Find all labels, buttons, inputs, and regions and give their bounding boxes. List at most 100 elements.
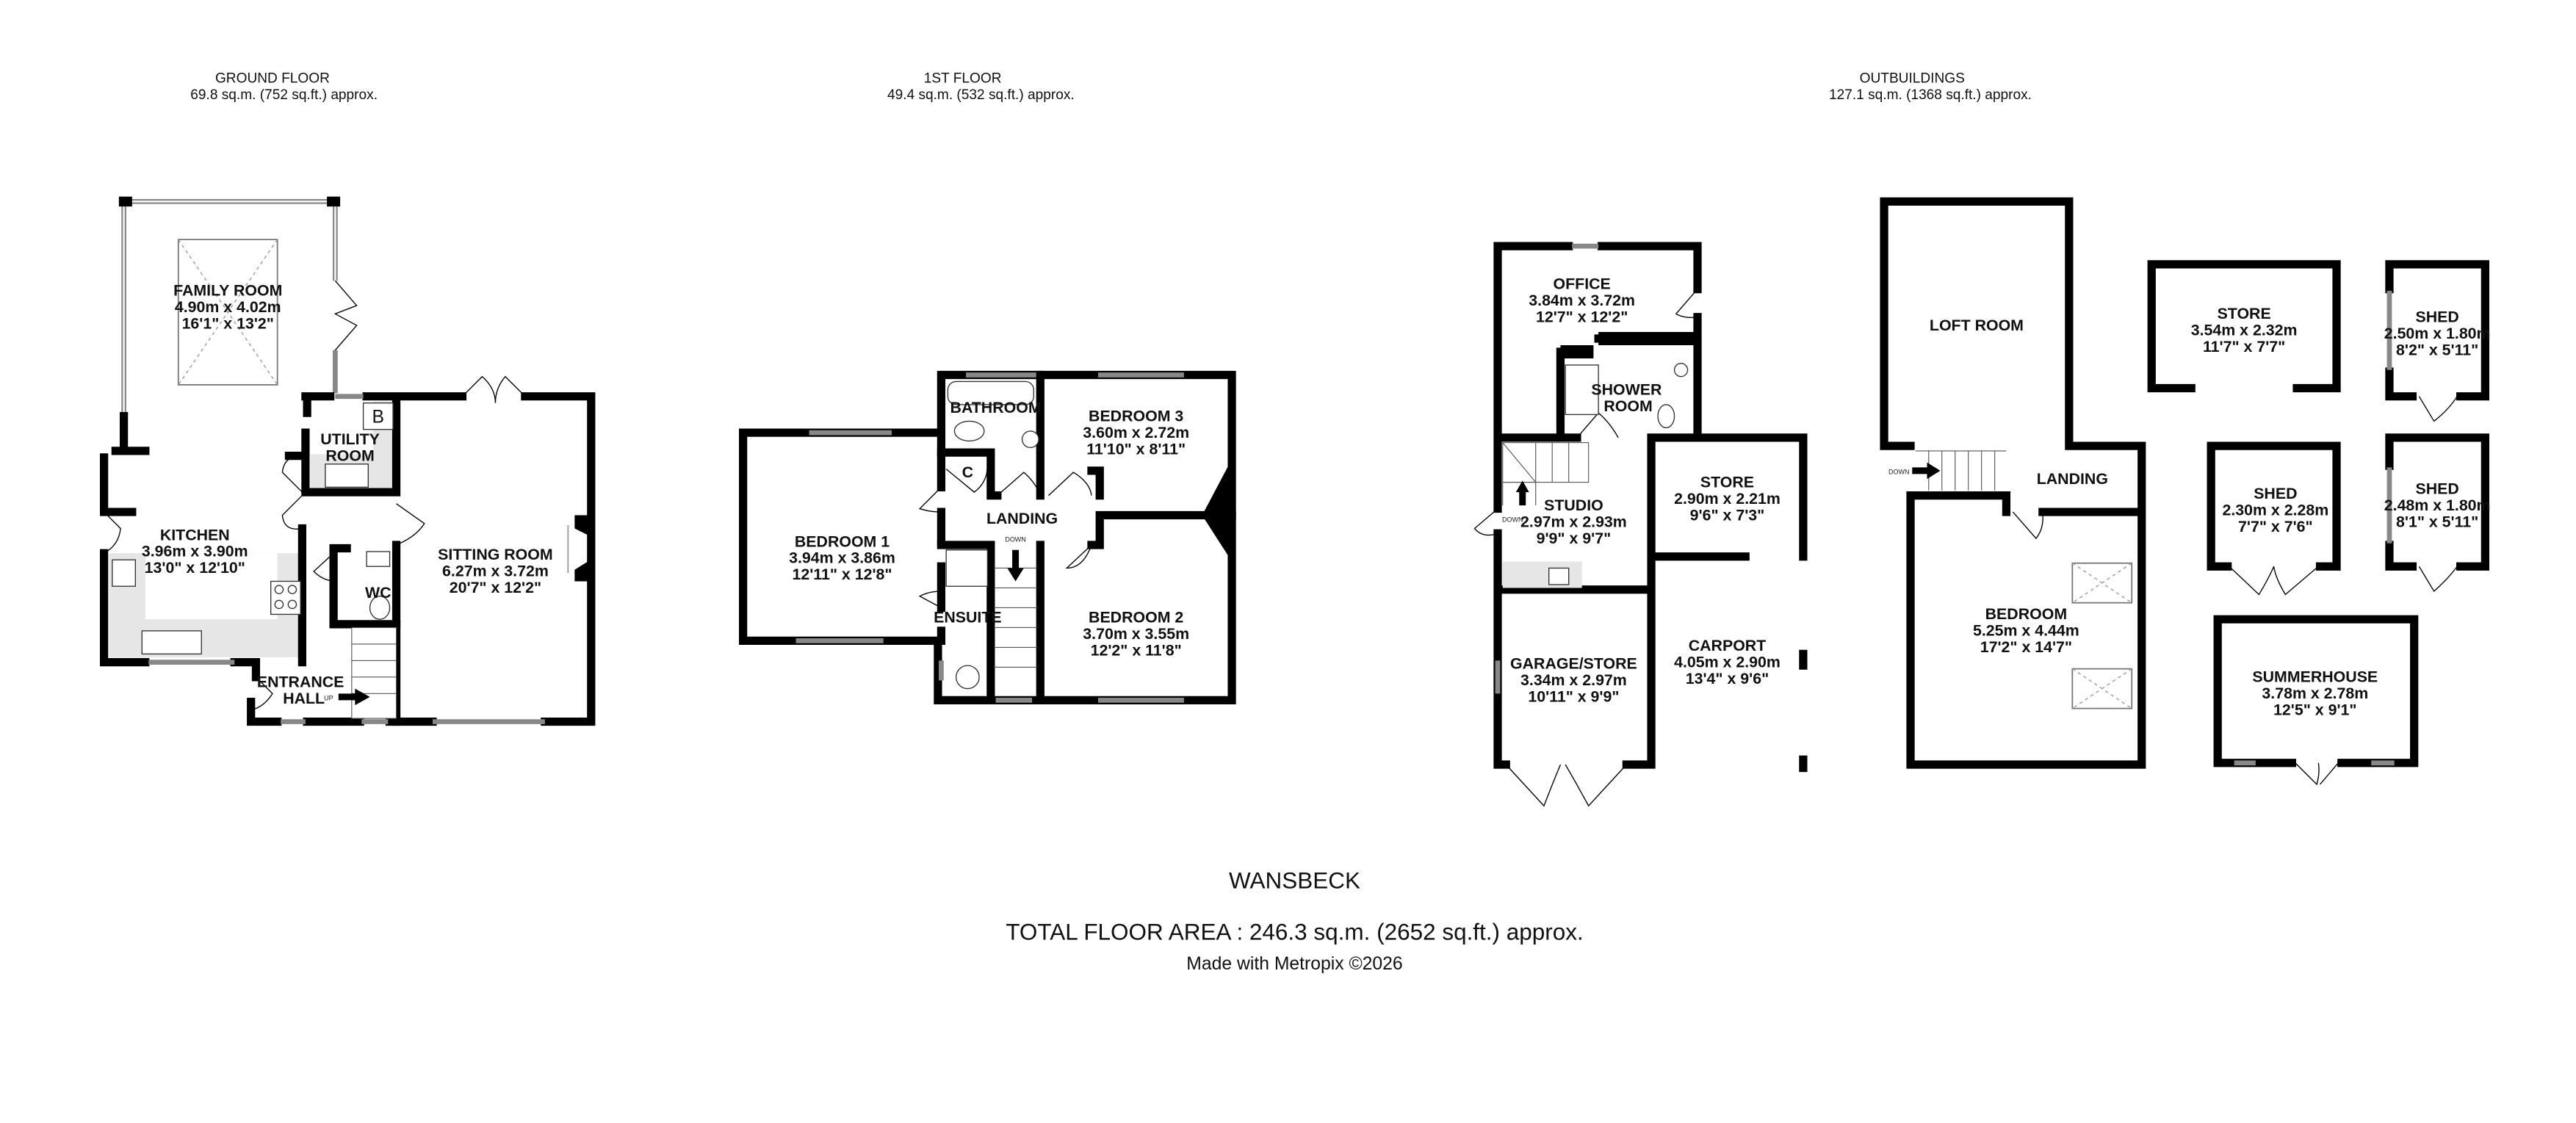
room-label-shower-room: SHOWER ROOM <box>1591 380 1662 414</box>
fireplace <box>574 515 591 582</box>
svg-text:2.48m x 1.80m: 2.48m x 1.80m <box>2384 496 2491 514</box>
svg-text:11'7" x 7'7": 11'7" x 7'7" <box>2203 338 2285 355</box>
svg-text:ENTRANCE: ENTRANCE <box>257 673 344 690</box>
svg-text:3.96m x 3.90m: 3.96m x 3.90m <box>142 543 248 560</box>
summerhouse-walls <box>2213 615 2419 768</box>
svg-text:FAMILY ROOM: FAMILY ROOM <box>173 282 282 300</box>
svg-text:ROOM: ROOM <box>325 447 374 464</box>
svg-text:2.50m x 1.80m: 2.50m x 1.80m <box>2384 325 2491 342</box>
wc-basin-icon <box>366 551 391 567</box>
svg-text:16'1" x 13'2": 16'1" x 13'2" <box>182 315 274 333</box>
ground-floor-plan: B UP FAMILY ROOM 4.90m x 4.02m 16'1" x 1… <box>100 196 596 726</box>
room-label-utility-room: UTILITY ROOM <box>320 430 380 464</box>
room-label-store-2: STORE 3.54m x 2.32m 11'7" x 7'7" <box>2191 305 2298 355</box>
shower-basin-icon <box>1673 363 1689 378</box>
first-floor-area: 49.4 sq.m. (532 sq.ft.) approx. <box>887 87 1075 103</box>
store-walls <box>2147 260 2341 393</box>
oven-icon <box>112 559 137 587</box>
ensuite-toilet-icon <box>955 665 980 690</box>
svg-text:13'4" x 9'6": 13'4" x 9'6" <box>1686 670 1769 687</box>
studio-stairs-arrow-icon <box>1515 480 1529 506</box>
svg-text:6.27m x 3.72m: 6.27m x 3.72m <box>442 563 549 580</box>
bath-basin-icon <box>1021 430 1039 449</box>
svg-text:STORE: STORE <box>2218 305 2271 322</box>
shower-tray-icon <box>1565 364 1599 416</box>
skylight <box>2071 668 2133 709</box>
svg-text:9'9" x 9'7": 9'9" x 9'7" <box>1537 530 1612 547</box>
room-label-sitting-room: SITTING ROOM 6.27m x 3.72m 20'7" x 12'2" <box>438 546 553 596</box>
svg-text:7'7" x 7'6": 7'7" x 7'6" <box>2238 518 2313 535</box>
outbuildings-area: 127.1 sq.m. (1368 sq.ft.) approx. <box>1829 87 2032 103</box>
svg-text:BEDROOM 1: BEDROOM 1 <box>795 532 890 550</box>
room-label-loft-landing: LANDING <box>2037 470 2108 488</box>
svg-text:BEDROOM: BEDROOM <box>1985 605 2067 623</box>
wc-walls <box>329 544 401 629</box>
room-label-entrance-hall: ENTRANCE HALL <box>257 673 344 707</box>
svg-text:BEDROOM 3: BEDROOM 3 <box>1089 407 1183 425</box>
room-label-shed-1: SHED 2.50m x 1.80m 8'2" x 5'11" <box>2384 308 2491 359</box>
svg-text:HALL: HALL <box>283 690 325 707</box>
svg-text:SHED: SHED <box>2416 308 2459 326</box>
shed-2-walls <box>2207 441 2341 571</box>
room-label-bedroom-1: BEDROOM 1 3.94m x 3.86m 12'11" x 12'8" <box>789 532 895 583</box>
room-label-shed-2: SHED 2.30m x 2.28m 7'7" x 7'6" <box>2222 485 2328 535</box>
svg-text:12'7" x 12'2": 12'7" x 12'2" <box>1536 308 1628 326</box>
garage-block-walls <box>1493 242 1808 773</box>
chimney-breast <box>1202 459 1233 562</box>
room-label-office: OFFICE 3.84m x 3.72m 12'7" x 12'2" <box>1529 275 1635 326</box>
room-label-cupboard: C <box>962 463 973 481</box>
room-label-garage-store: GARAGE/STORE 3.34m x 2.97m 10'11" x 9'9" <box>1510 655 1637 706</box>
svg-text:13'0" x 12'10": 13'0" x 12'10" <box>145 559 245 577</box>
bifold-door <box>333 280 358 351</box>
svg-text:3.60m x 2.72m: 3.60m x 2.72m <box>1083 424 1189 441</box>
first-floor-header: 1ST FLOOR 49.4 sq.m. (532 sq.ft.) approx… <box>887 71 1075 103</box>
toilet-icon <box>369 596 391 620</box>
svg-text:3.70m x 3.55m: 3.70m x 3.55m <box>1083 625 1189 643</box>
loft-stairs-label: DOWN <box>1888 468 1909 475</box>
svg-text:9'6" x 7'3": 9'6" x 7'3" <box>1690 506 1765 524</box>
svg-text:3.54m x 2.32m: 3.54m x 2.32m <box>2191 322 2298 339</box>
svg-text:2.30m x 2.28m: 2.30m x 2.28m <box>2222 502 2328 519</box>
room-label-shed-3: SHED 2.48m x 1.80m 8'1" x 5'11" <box>2384 480 2491 530</box>
room-label-carport: CARPORT 4.05m x 2.90m 13'4" x 9'6" <box>1674 637 1781 687</box>
boiler-label: B <box>372 408 385 427</box>
room-label-landing: LANDING <box>986 510 1058 527</box>
svg-text:12'11" x 12'8": 12'11" x 12'8" <box>792 566 892 583</box>
svg-text:SHED: SHED <box>2416 480 2459 497</box>
outbuildings-header: OUTBUILDINGS 127.1 sq.m. (1368 sq.ft.) a… <box>1829 71 2032 103</box>
outbuildings-title: OUTBUILDINGS <box>1860 71 1965 87</box>
svg-text:ROOM: ROOM <box>1603 397 1652 415</box>
first-floor-plan: DOWN BATHROOM C LANDING BEDROOM 1 3.94m … <box>739 370 1236 704</box>
shower-toilet-icon <box>1657 404 1675 429</box>
utility-sink-icon <box>325 463 369 488</box>
room-label-wc: WC <box>365 584 392 602</box>
total-floor-area: TOTAL FLOOR AREA : 246.3 sq.m. (2652 sq.… <box>1006 919 1583 945</box>
svg-text:10'11" x 9'9": 10'11" x 9'9" <box>1528 688 1619 706</box>
boiler-icon <box>362 402 394 430</box>
stairs-up-arrow-icon <box>338 688 370 706</box>
room-label-family-room: FAMILY ROOM 4.90m x 4.02m 16'1" x 13'2" <box>173 282 282 333</box>
first-inner-walls <box>937 370 1236 704</box>
svg-text:SHED: SHED <box>2254 485 2297 502</box>
room-label-kitchen: KITCHEN 3.96m x 3.90m 13'0" x 12'10" <box>142 526 248 577</box>
bath-icon <box>947 380 1034 405</box>
svg-text:20'7" x 12'2": 20'7" x 12'2" <box>450 579 541 596</box>
hob-icon <box>270 580 301 615</box>
loft-block-walls <box>1880 197 2146 769</box>
svg-text:KITCHEN: KITCHEN <box>160 526 230 544</box>
svg-text:8'1" x 5'11": 8'1" x 5'11" <box>2396 513 2478 530</box>
property-name: WANSBECK <box>1229 868 1360 894</box>
entrance-walls <box>247 697 401 726</box>
outbuildings-plan: DOWN DOWN <box>1473 197 2491 807</box>
studio-counter <box>1502 561 1582 588</box>
ground-floor-title: GROUND FLOOR <box>215 71 330 87</box>
svg-text:SITTING ROOM: SITTING ROOM <box>438 546 553 563</box>
room-label-bedroom-3: BEDROOM 3 3.60m x 2.72m 11'10" x 8'11" <box>1083 407 1189 458</box>
stairs-up-label: UP <box>324 694 333 701</box>
svg-text:3.94m x 3.86m: 3.94m x 3.86m <box>789 549 895 567</box>
svg-text:2.97m x 2.93m: 2.97m x 2.93m <box>1520 513 1627 530</box>
svg-text:BEDROOM 2: BEDROOM 2 <box>1089 609 1183 627</box>
ground-floor-area: 69.8 sq.m. (752 sq.ft.) approx. <box>190 87 378 103</box>
stairs-down-arrow-icon <box>1007 549 1024 582</box>
